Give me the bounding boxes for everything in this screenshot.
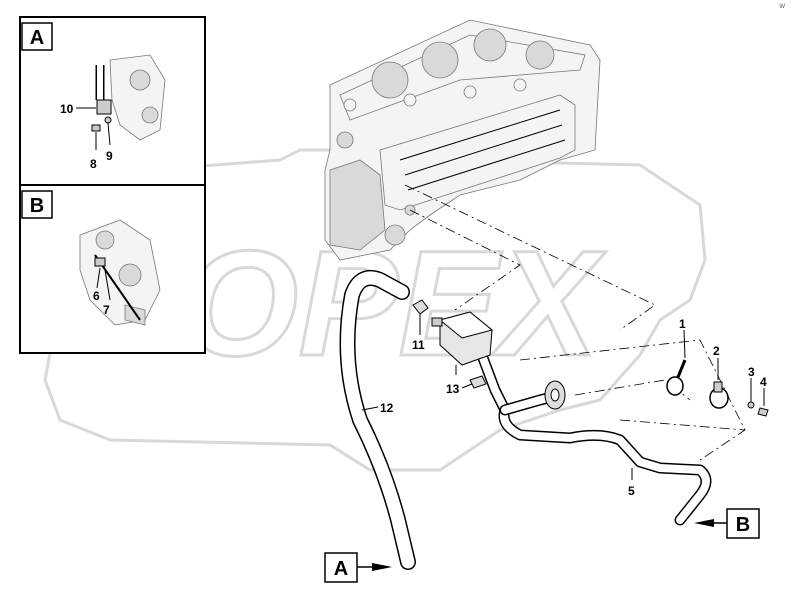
callout-8: 8	[90, 157, 97, 171]
callout-4: 4	[760, 375, 767, 389]
tube-assembly-5	[474, 344, 712, 526]
leader-12	[361, 406, 379, 411]
bolt-4	[757, 388, 769, 417]
clamp-2	[709, 358, 729, 409]
washer-3	[747, 378, 755, 409]
connector-b: B	[694, 508, 760, 539]
clamp-1	[666, 329, 687, 396]
callout-6: 6	[93, 289, 100, 303]
callout-11: 11	[412, 338, 425, 352]
callout-13: 13	[446, 382, 460, 396]
hose-12	[339, 269, 416, 570]
callout-5: 5	[628, 484, 635, 498]
callout-10: 10	[60, 102, 74, 116]
callout-12: 12	[380, 401, 394, 415]
callout-1: 1	[679, 317, 686, 331]
detail-b-label: B	[30, 195, 44, 217]
connector-b-label: B	[736, 514, 750, 536]
fitting-11	[412, 299, 429, 335]
connector-a: A	[324, 552, 392, 583]
detail-view-a: A 10 9 8	[19, 16, 206, 186]
detail-view-b: B 6 7	[19, 184, 206, 354]
leader-lines	[404, 184, 746, 461]
drawing-code: W	[779, 4, 785, 10]
engine-block	[324, 19, 601, 261]
connector-a-label: A	[334, 558, 348, 580]
callout-7: 7	[103, 303, 110, 317]
callout-9: 9	[106, 149, 113, 163]
callout-3: 3	[748, 365, 755, 379]
valve-body	[431, 311, 494, 366]
detail-a-label: A	[30, 27, 44, 49]
callout-2: 2	[713, 344, 720, 358]
fitting-13	[461, 375, 487, 389]
